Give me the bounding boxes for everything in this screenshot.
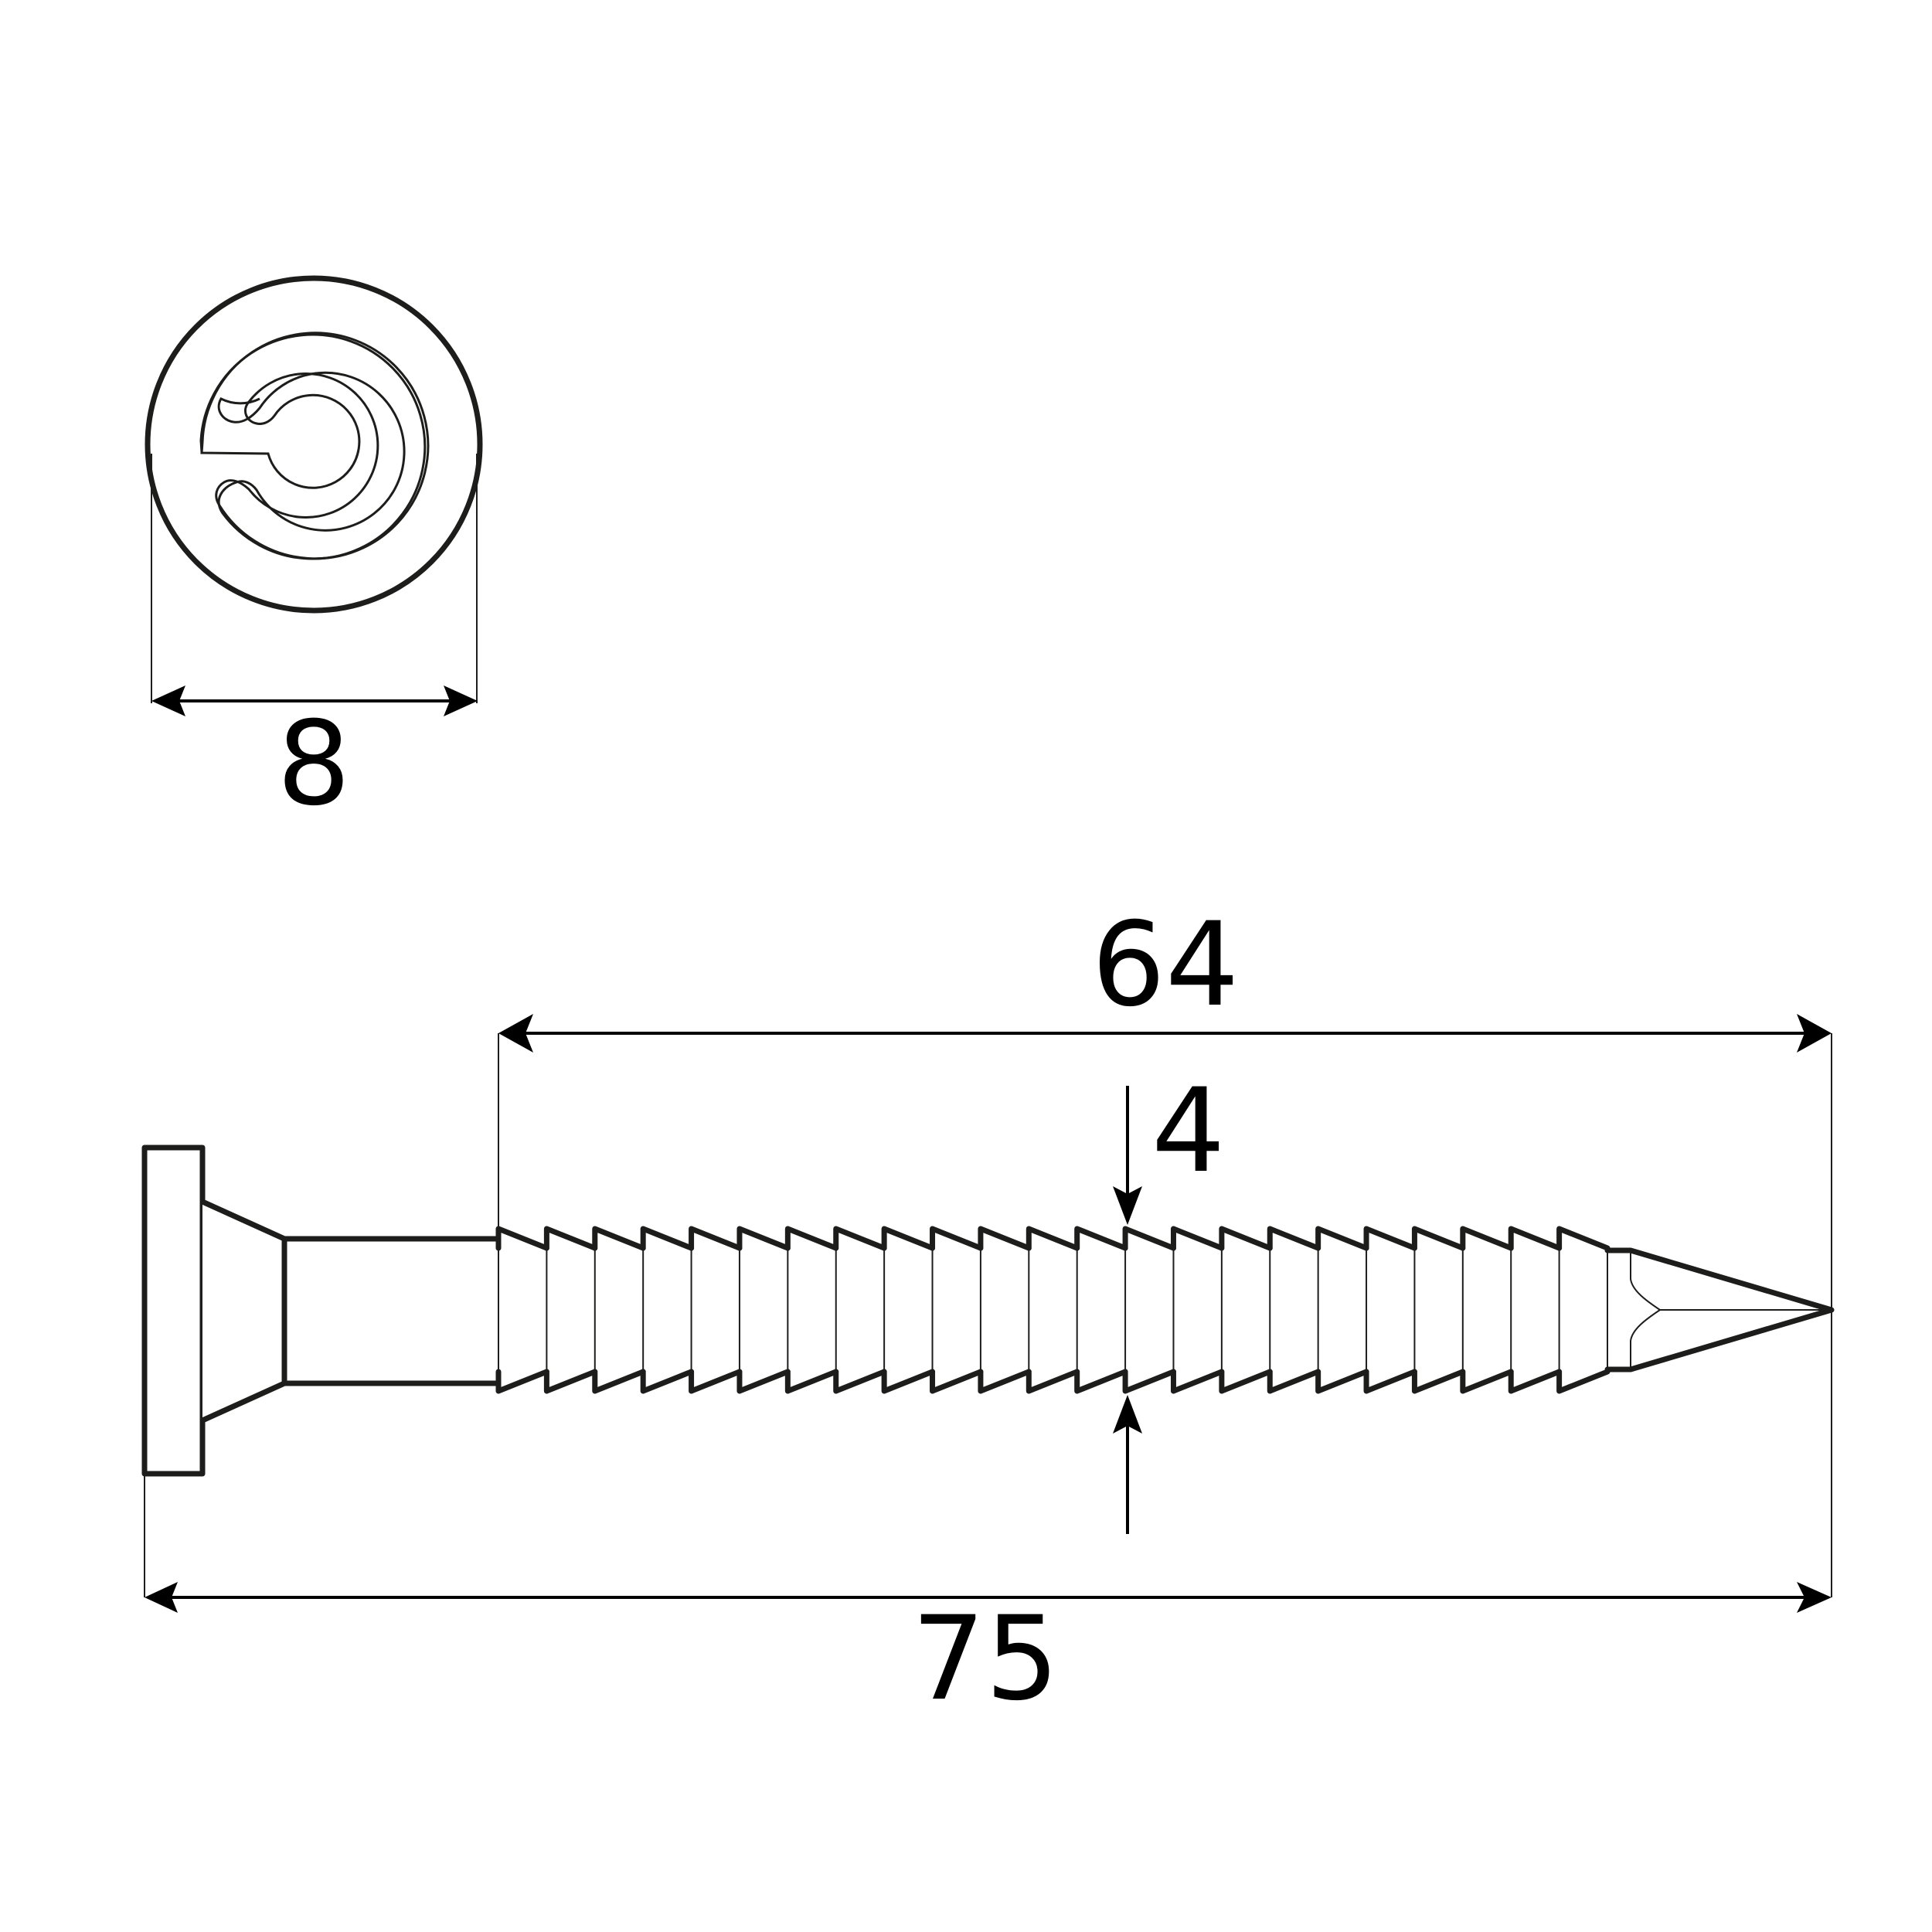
dimension-thread-length: 64 xyxy=(498,898,1832,1053)
screw-tip xyxy=(1604,1247,1835,1372)
thread-crest xyxy=(736,1226,791,1394)
thread-diameter-label: 4 xyxy=(1151,1064,1225,1199)
thread-crest xyxy=(640,1226,695,1394)
recess-inner xyxy=(200,332,430,560)
thread-crest xyxy=(543,1226,598,1394)
thread-crest xyxy=(689,1226,743,1394)
screw-threads xyxy=(495,1226,1611,1394)
thread-crest xyxy=(1460,1226,1514,1394)
thread-crest xyxy=(1411,1226,1466,1394)
arrow-left-icon xyxy=(145,1582,178,1613)
thread-crest xyxy=(1219,1226,1273,1394)
arrow-down-icon xyxy=(1113,1186,1142,1225)
thread-crest xyxy=(1508,1226,1563,1394)
recess-outline xyxy=(199,333,427,560)
thread-crest xyxy=(495,1226,549,1394)
dimension-head-diameter: 8 xyxy=(151,685,478,832)
total-length-label: 75 xyxy=(912,1592,1060,1726)
thread-crest xyxy=(978,1226,1032,1394)
dimension-thread-diameter: 4 xyxy=(1113,1064,1225,1534)
arrow-right-icon xyxy=(1797,1582,1832,1613)
thread-crest xyxy=(1170,1226,1225,1394)
thread-crest xyxy=(1315,1226,1369,1394)
thread-crest xyxy=(784,1226,839,1394)
dimension-total-length: 75 xyxy=(145,1582,1832,1726)
thread-crest xyxy=(833,1226,887,1394)
thread-crest xyxy=(930,1226,984,1394)
arrow-up-icon xyxy=(1113,1395,1142,1434)
thread-crest xyxy=(1267,1226,1321,1394)
thread-length-label: 64 xyxy=(1092,898,1240,1032)
thread-crest xyxy=(1556,1226,1611,1394)
screw-side-view: 64 4 75 xyxy=(141,898,1835,1726)
thread-crest xyxy=(1363,1226,1417,1394)
thread-crest xyxy=(592,1226,646,1394)
thread-crest xyxy=(1026,1226,1080,1394)
head-top-view: 8 xyxy=(145,275,483,832)
arrow-right-icon xyxy=(1797,1014,1832,1053)
screw-head-flange xyxy=(141,1145,206,1477)
arrow-right-icon xyxy=(444,685,478,716)
thread-crest xyxy=(881,1226,936,1394)
head-outer-circle xyxy=(145,275,483,614)
arrow-left-icon xyxy=(498,1014,533,1053)
head-diameter-label: 8 xyxy=(277,697,350,832)
arrow-left-icon xyxy=(151,685,185,716)
screw-neck-cone xyxy=(199,1199,287,1423)
thread-crest xyxy=(1122,1226,1176,1394)
screw-shank xyxy=(281,1236,502,1386)
thread-crest xyxy=(1074,1226,1128,1394)
